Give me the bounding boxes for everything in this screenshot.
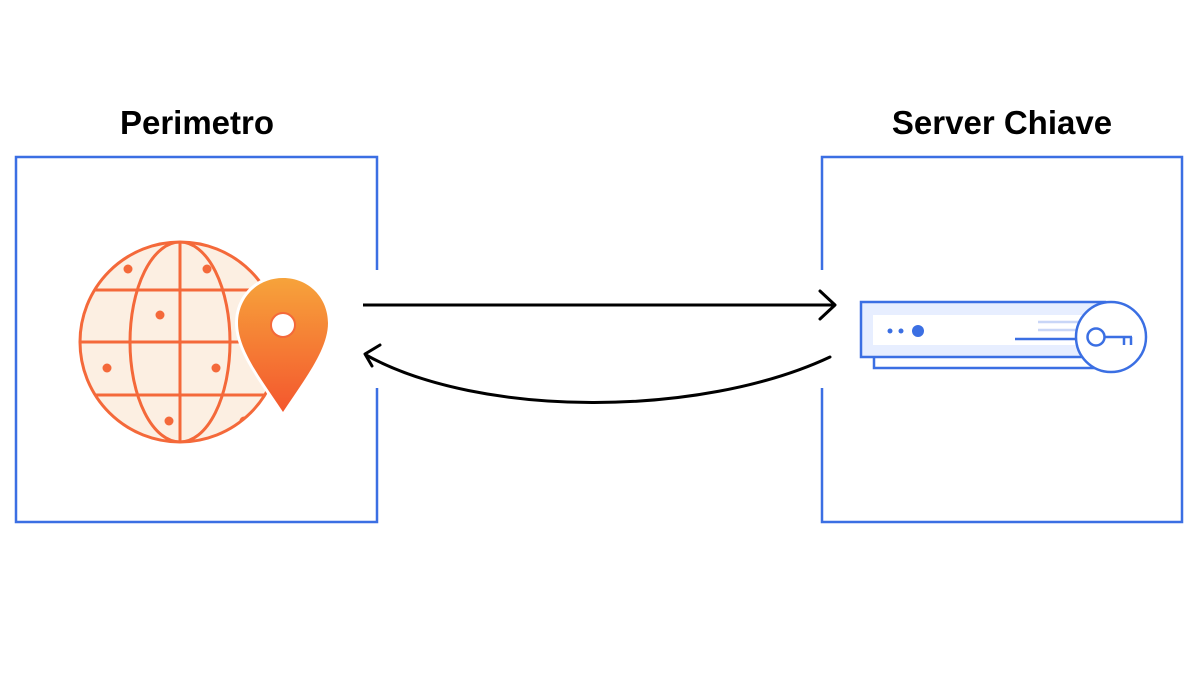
key-server-box	[820, 155, 1184, 524]
edge-title: Perimetro	[119, 104, 275, 141]
location-pin-icon	[235, 275, 331, 415]
edge-box	[14, 155, 379, 524]
response-arrow	[363, 343, 832, 404]
key-server-title: Server Chiave	[891, 104, 1113, 141]
key-icon	[1074, 300, 1148, 374]
globe-icon	[78, 240, 282, 444]
request-arrow	[363, 289, 837, 321]
server-icon	[859, 300, 1120, 370]
